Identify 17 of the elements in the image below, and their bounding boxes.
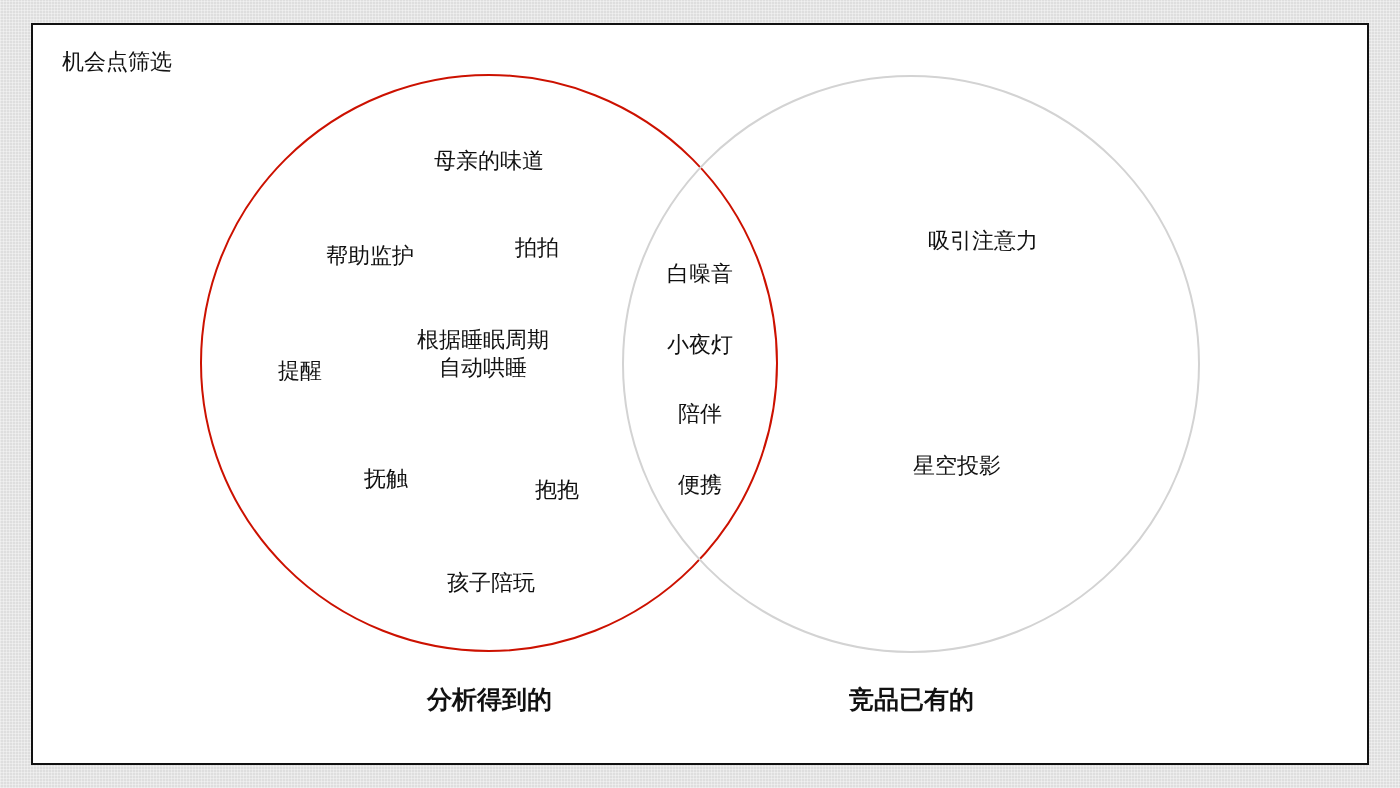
set-caption: 分析得到的: [426, 684, 552, 716]
diagram-title: 机会点筛选: [62, 48, 172, 76]
item-text: 提醒: [278, 357, 322, 385]
item-text: 根据睡眠周期自动哄睡: [416, 326, 550, 382]
item-text: 帮助监护: [326, 242, 414, 270]
set-caption: 竞品已有的: [848, 684, 974, 716]
overlap-item-text: 陪伴: [678, 400, 722, 428]
item-text: 拍拍: [515, 234, 559, 262]
item-text: 抚触: [364, 465, 408, 493]
item-text: 星空投影: [913, 452, 1001, 480]
overlap-item-text: 小夜灯: [667, 331, 733, 359]
item-text: 孩子陪玩: [447, 569, 535, 597]
item-text: 吸引注意力: [928, 227, 1038, 255]
item-text: 抱抱: [535, 476, 579, 504]
item-text: 母亲的味道: [434, 147, 544, 175]
overlap-item-text: 便携: [678, 471, 722, 499]
overlap-item-text: 白噪音: [667, 260, 733, 288]
